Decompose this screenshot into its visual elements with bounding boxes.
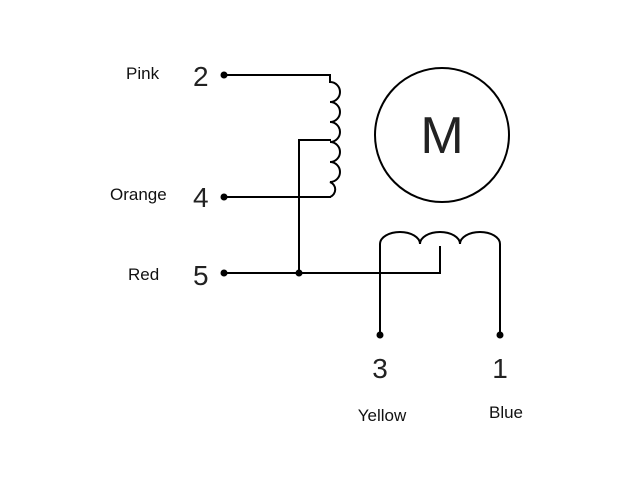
vertical-coil xyxy=(329,75,341,198)
pin-2-number: 2 xyxy=(193,61,209,92)
horizontal-coil xyxy=(379,231,501,253)
pin-4-number: 4 xyxy=(193,182,209,213)
orange-label: Orange xyxy=(110,185,167,204)
yellow-label: Yellow xyxy=(358,406,407,425)
junction-dot xyxy=(295,269,303,277)
terminal-dot-red xyxy=(220,269,228,277)
pin-3-number: 3 xyxy=(372,353,388,384)
terminal-dot-orange xyxy=(220,193,228,201)
wires xyxy=(223,74,501,336)
motor-circle xyxy=(374,67,510,203)
terminal-dot-blue xyxy=(496,331,504,339)
motor-label: M xyxy=(420,107,463,165)
pin-5-number: 5 xyxy=(193,260,209,291)
horizontal-center-tap xyxy=(379,246,441,274)
terminals xyxy=(220,71,504,339)
blue-label: Blue xyxy=(489,403,523,422)
red-label: Red xyxy=(128,265,159,284)
vertical-center-tap xyxy=(298,139,331,274)
terminal-dot-yellow xyxy=(376,331,384,339)
motor-symbol: M xyxy=(374,67,510,203)
terminal-dot-pink xyxy=(220,71,228,79)
pink-label: Pink xyxy=(126,64,160,83)
pin-1-number: 1 xyxy=(492,353,508,384)
